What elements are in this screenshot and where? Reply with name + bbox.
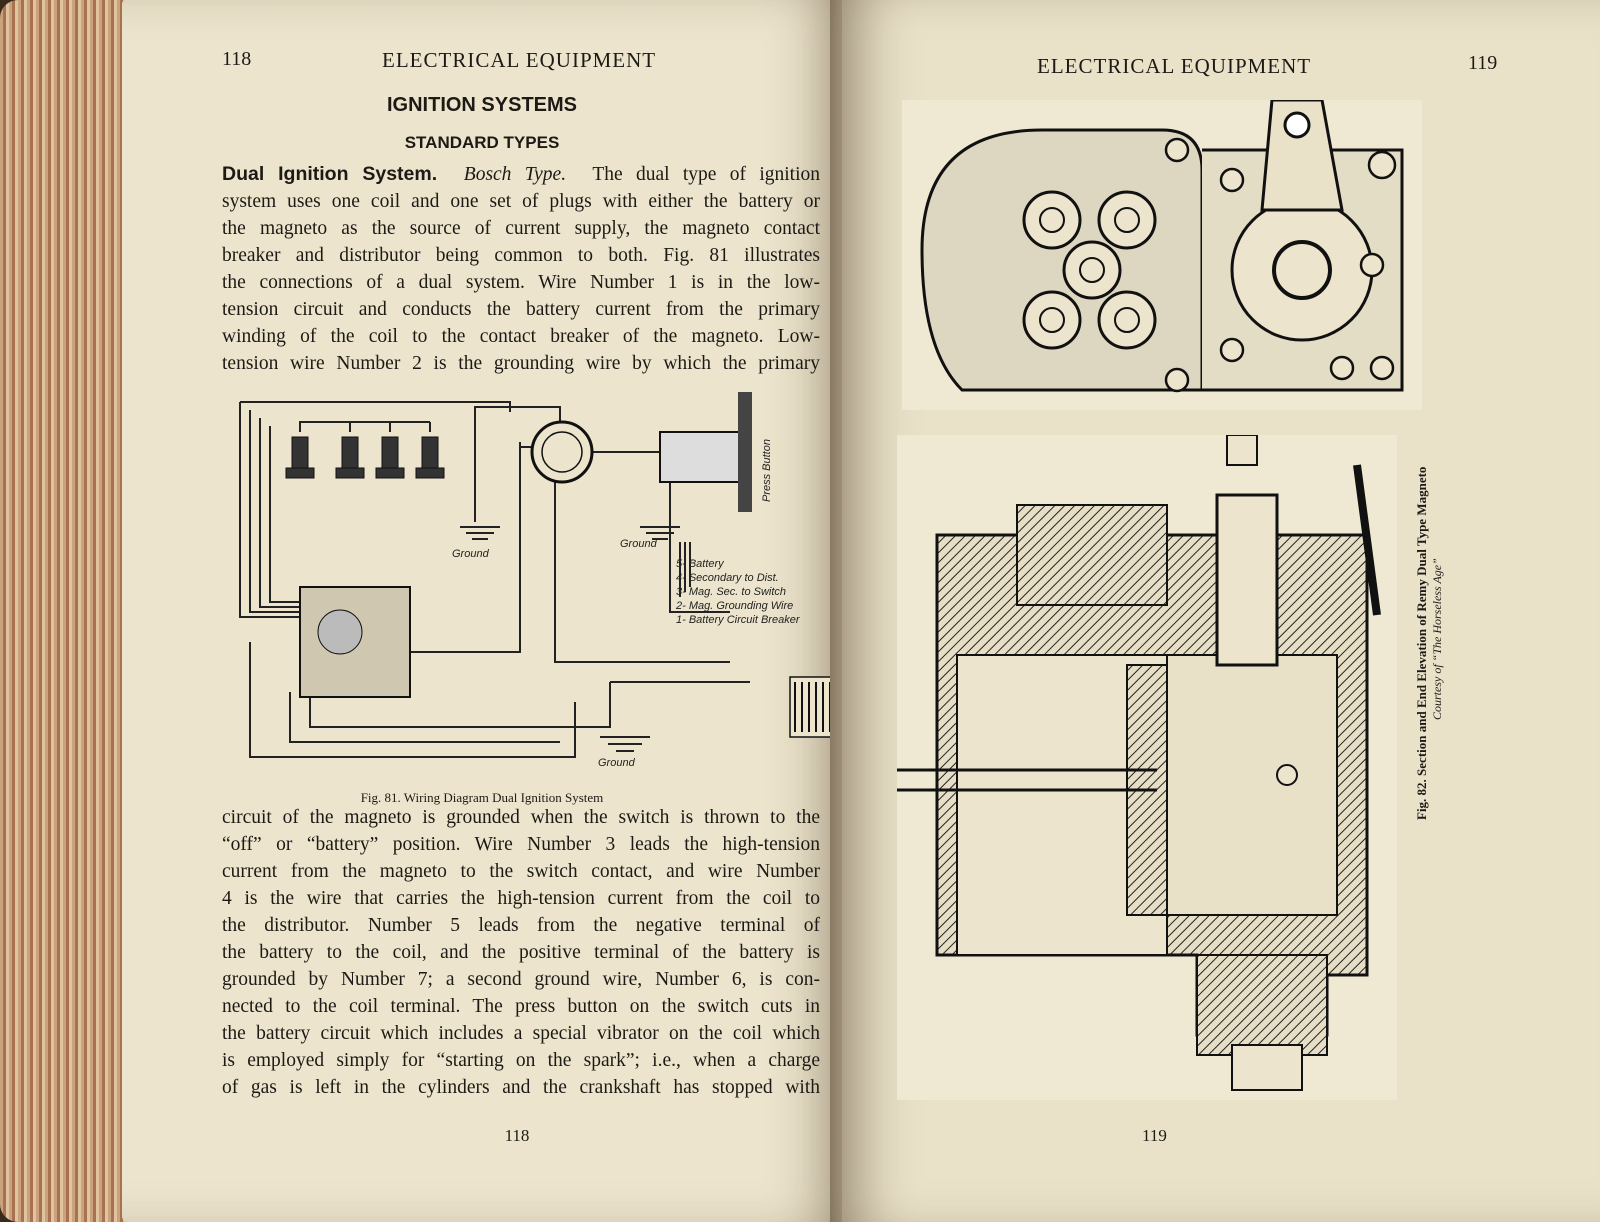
left-running-head: ELECTRICAL EQUIPMENT bbox=[382, 48, 657, 72]
wiring-diagram-figure: Ground Ground Ground Press Button 5- Bat… bbox=[239, 392, 830, 769]
ground-label-mid: Ground bbox=[620, 538, 658, 550]
text-line: The dual type of ignition bbox=[592, 164, 820, 185]
text-line: grounded by Number 7; a second ground wi… bbox=[222, 969, 820, 990]
paragraph-1-first-line: Dual Ignition System. Bosch Type. The du… bbox=[222, 161, 820, 188]
text-line: winding of the coil to the contact break… bbox=[222, 326, 820, 347]
legend-line: 5- Battery bbox=[676, 558, 725, 570]
figure-82-caption-block: Fig. 82. Section and End Elevation of Re… bbox=[1414, 400, 1445, 820]
text-line: tension wire Number 2 is the grounding w… bbox=[222, 353, 820, 374]
subsection-title: STANDARD TYPES bbox=[404, 133, 560, 152]
paragraph-lead-italic: Bosch Type. bbox=[463, 164, 567, 185]
paragraph-1: Dual Ignition System. Bosch Type. The du… bbox=[222, 161, 820, 377]
press-button-label: Press Button bbox=[761, 439, 773, 502]
left-page: 118 ELECTRICAL EQUIPMENT IGNITION SYSTEM… bbox=[122, 0, 842, 1222]
legend-line: 3- Mag. Sec. to Switch bbox=[676, 586, 786, 598]
right-running-head: ELECTRICAL EQUIPMENT bbox=[1037, 54, 1312, 78]
section-title: IGNITION SYSTEMS bbox=[386, 94, 578, 116]
book-page-edges bbox=[0, 0, 140, 1222]
text-line: “off” or “battery” position. Wire Number… bbox=[222, 834, 820, 855]
text-line: the magneto as the source of current sup… bbox=[222, 218, 820, 239]
magneto-end-elevation-drawing bbox=[902, 100, 1422, 410]
text-line: of gas is left in the cylinders and the … bbox=[222, 1077, 820, 1098]
text-line: the distributor. Number 5 leads from the… bbox=[222, 915, 820, 936]
text-line: nected to the coil terminal. The press b… bbox=[222, 996, 820, 1017]
left-header-page-number: 118 bbox=[222, 48, 252, 70]
ground-label-left: Ground bbox=[452, 548, 490, 560]
text-line: the battery to the coil, and the positiv… bbox=[222, 942, 820, 963]
paragraph-2: circuit of the magneto is grounded when … bbox=[222, 804, 820, 1101]
text-line: circuit of the magneto is grounded when … bbox=[222, 807, 820, 828]
text-line: system uses one coil and one set of plug… bbox=[222, 191, 820, 212]
text-line: current from the magneto to the switch c… bbox=[222, 861, 820, 882]
text-line: 4 is the wire that carries the high-tens… bbox=[222, 888, 820, 909]
text-line: tension circuit and conducts the battery… bbox=[222, 299, 820, 320]
paragraph-lead: Dual Ignition System. bbox=[222, 163, 438, 185]
right-footer-page-number: 119 bbox=[1142, 1126, 1167, 1145]
text-line: the battery circuit which includes a spe… bbox=[222, 1023, 820, 1044]
legend-line: 1- Battery Circuit Breaker bbox=[676, 614, 801, 626]
magneto-section-drawing bbox=[897, 435, 1397, 1100]
text-line: the connections of a dual system. Wire N… bbox=[222, 272, 820, 293]
ground-label-bottom: Ground bbox=[598, 757, 636, 769]
left-footer-page-number: 118 bbox=[504, 1126, 530, 1145]
text-line: breaker and distributor being common to … bbox=[222, 245, 820, 266]
right-page: ELECTRICAL EQUIPMENT 119 bbox=[842, 0, 1600, 1222]
text-line: is employed simply for “starting on the … bbox=[222, 1050, 820, 1071]
legend-line: 2- Mag. Grounding Wire bbox=[675, 600, 793, 612]
right-header-page-number: 119 bbox=[1468, 52, 1498, 74]
figure-82-caption: Fig. 82. Section and End Elevation of Re… bbox=[1414, 466, 1429, 820]
figure-81-caption: Fig. 81. Wiring Diagram Dual Ignition Sy… bbox=[360, 790, 604, 805]
legend-line: 4- Secondary to Dist. bbox=[676, 572, 779, 584]
figure-82-credit: Courtesy of “The Horseless Age” bbox=[1430, 558, 1444, 720]
